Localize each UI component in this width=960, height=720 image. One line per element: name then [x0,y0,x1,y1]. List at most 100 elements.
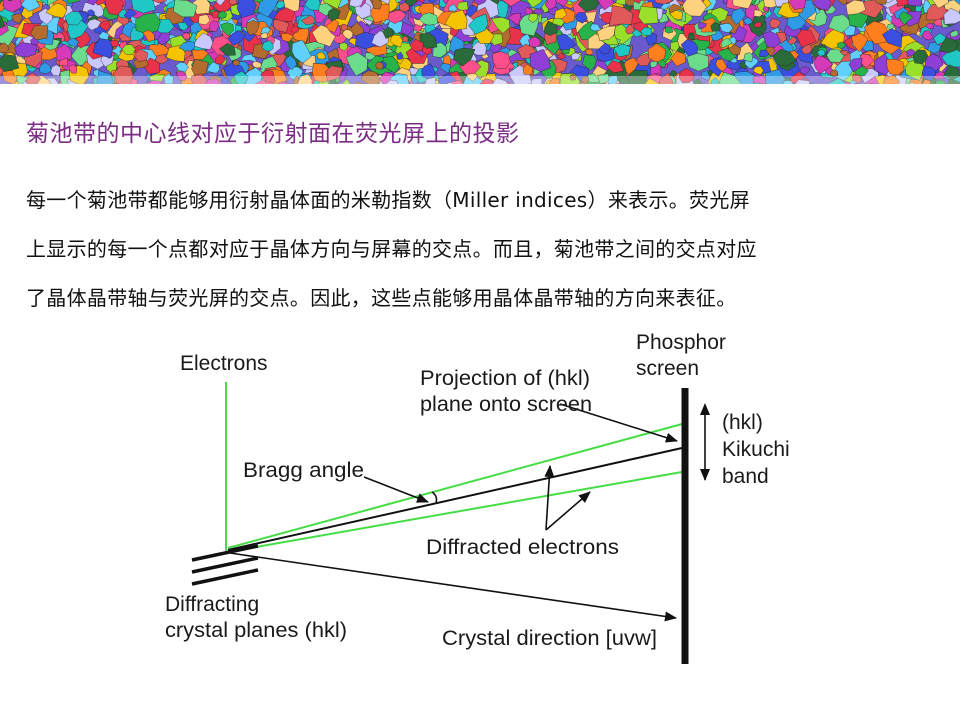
bragg-angle-pointer-arrow [363,476,429,503]
grain-cell [291,39,312,64]
grain-cell [554,7,568,19]
grain-cell [813,54,834,74]
grain-cell [710,22,720,32]
grain-cell [409,39,424,52]
grain-cell [163,73,174,84]
grain-cell [0,0,4,4]
grain-cell [16,75,29,84]
grain-cell [173,0,198,18]
grain-cell [468,13,489,35]
phosphor-screen-label: screen [636,357,699,380]
grain-cell [939,37,959,54]
grain-cell [678,68,695,83]
grain-cell [418,12,438,26]
grain-cell [371,0,382,10]
grain-cell [886,58,905,76]
electrons-label: Electrons [180,352,268,375]
grain-cell [131,0,156,14]
grain-cell [20,0,41,12]
grain-cell [218,43,236,56]
crystal-direction-arrow [229,552,677,622]
grain-cell [151,0,167,4]
grain-cell [569,73,577,81]
projection-label: Projection of (hkl) [420,367,590,390]
grain-cell [719,71,742,84]
grain-cell [556,52,566,60]
grain-cell [437,72,457,84]
grain-cell [382,26,394,39]
grain-cell [133,48,149,63]
grain-cell [146,80,162,84]
slide-paragraph: 每一个菊池带都能够用衍射晶体面的米勒指数（Miller indices）来表示。… [26,176,931,323]
grain-cell [361,70,382,84]
grain-cell [845,0,867,16]
grain-cell [743,17,753,25]
diffracted-beam-lower [227,471,683,553]
grain-cell [607,75,618,84]
grain-cell [839,50,849,56]
crystal-direction-label: Crystal direction [uvw] [442,627,657,650]
grain-cell [720,37,733,49]
grain-cell [762,31,782,48]
bragg-angle-label: Bragg angle [243,459,364,482]
grain-cell [96,70,114,84]
plane-projection-line [227,447,683,551]
grain-cell [570,52,582,61]
grain-cell [616,82,624,84]
grain-cell [428,0,437,3]
grain-cell [135,12,161,35]
grain-cell [529,49,551,72]
grain-cell [613,43,631,58]
grain-cell [385,79,399,84]
slide-title: 菊池带的中心线对应于衍射面在荧光屏上的投影 [26,121,520,147]
grain-cell [191,73,208,84]
grain-cell [921,30,934,41]
grain-cell [58,57,69,67]
grain-cell [177,22,189,31]
grain-cell [92,38,113,59]
grain-cell [227,30,246,46]
crystal-plane [191,568,259,586]
diffracted-pointer-arrow-lower [545,491,591,531]
grain-cell [633,0,642,4]
grain-cell [743,52,754,63]
grain-cell [719,23,734,34]
grain-cell [30,25,49,41]
projection-label: plane onto screen [420,393,592,416]
grain-cell [753,21,762,28]
grain-cell [686,52,709,72]
grain-cell [85,18,102,31]
grain-cell [424,76,436,84]
grain-cell [697,21,707,30]
grain-cell [669,9,683,21]
diffracted-beam-upper [227,423,683,549]
grain-cell [682,0,707,17]
grain-cell [589,23,602,32]
grain-cell [906,81,915,84]
grain-cell [322,0,342,10]
grain-cell [556,33,577,51]
grain-cell [215,53,226,65]
grain-cell [328,8,341,22]
grain-cell [275,0,286,9]
grain-cell [752,65,764,75]
grain-cell [470,41,487,56]
grain-cell [99,20,111,32]
grain-cell [340,23,349,31]
grain-cell [345,52,368,77]
grain-cell [181,32,191,40]
grain-cell [921,79,931,84]
grain-cell [191,47,209,60]
grain-cell [261,40,274,52]
grain-cell [50,64,61,77]
grain-cell [257,0,279,18]
grain-cell [349,0,364,8]
grain-cell [864,76,880,84]
grain-cell [473,0,486,6]
grain-cell [906,48,916,57]
grain-cell [659,72,674,84]
grain-cell [501,0,522,7]
paragraph-line: 每一个菊池带都能够用衍射晶体面的米勒指数（Miller indices）来表示。… [26,188,750,212]
grain-cell [943,7,960,25]
